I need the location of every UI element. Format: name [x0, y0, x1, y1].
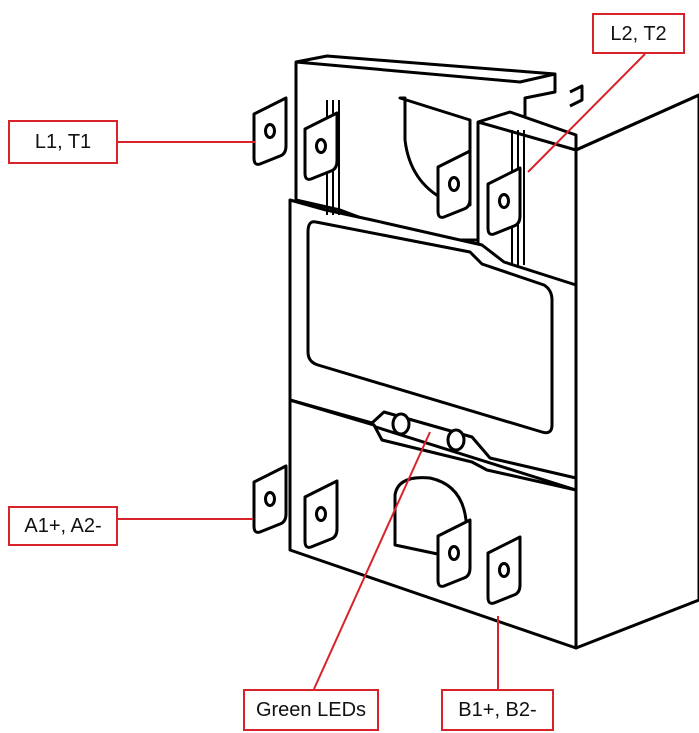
label-l1-t1: L1, T1: [8, 120, 118, 164]
leader-green-leds: [313, 431, 431, 690]
led-2-icon: [446, 428, 466, 452]
label-a1-a2: A1+, A2-: [8, 506, 118, 546]
label-l2-t2: L2, T2: [592, 13, 685, 54]
leader-l2-t2: [527, 53, 646, 173]
right-side-housing: [574, 93, 699, 650]
terminal-l1-front-icon: [252, 96, 288, 166]
label-green-leds: Green LEDs: [243, 689, 379, 731]
led-1-icon: [391, 412, 411, 436]
terminal-a1-front-icon: [252, 464, 288, 534]
label-b1-b2: B1+, B2-: [441, 689, 554, 731]
right-upper-block: [476, 110, 578, 292]
display-window: [306, 220, 554, 435]
